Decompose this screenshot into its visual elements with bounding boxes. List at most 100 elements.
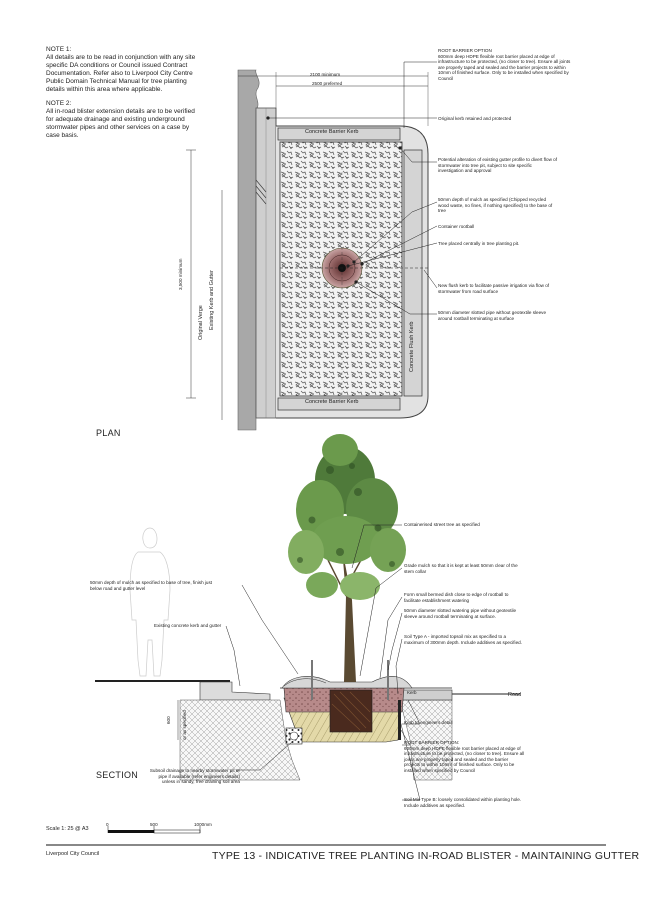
ann-soil-a-line: Soil Type A - imported topsoil mix as sp… <box>404 634 507 639</box>
ann-slotted-pipe-plan: 50mm diameter slotted pipe without geote… <box>438 310 608 321</box>
tree-illustration <box>288 434 406 682</box>
ann-slotted-pipe-plan-line: around rootball terminating at surface <box>438 315 515 321</box>
ann-mulch-section: 50mm depth of mulch as specified to base… <box>90 580 250 591</box>
ann-flush-kerb-line: New flush kerb to facilitate passive irr… <box>438 283 550 288</box>
section-label: SECTION <box>96 770 139 780</box>
ann-slotted-pipe-plan-line: 50mm diameter slotted pipe without geote… <box>438 310 547 315</box>
notes-block: NOTE 1: All details are to be read in co… <box>46 46 246 140</box>
ann-root-barrier-section: ROOT BARRIER OPTION:600mm deep HDPE flex… <box>404 740 594 774</box>
ann-gutter-profile-line: Potential alteration of existing gutter … <box>438 157 557 162</box>
note1-title: NOTE 1: <box>46 46 72 53</box>
section-dim-depth-note: or as specified <box>182 710 187 740</box>
ann-slotted-pipe-section-line: sleeve around rootball terminating at su… <box>404 613 496 619</box>
note1-body: All details are to be read in conjunctio… <box>46 54 246 94</box>
ann-root-barrier-plan-line: 10mm of finished surface. Only to be ins… <box>438 70 569 76</box>
plan-flush-kerb: Concrete Flush Kerb <box>409 321 415 372</box>
ann-containerised: Containerised street tree as specified <box>404 522 594 528</box>
ann-mulch-plan-line: tree <box>438 208 446 214</box>
ann-rootball: Container rootball <box>438 224 608 230</box>
ann-soil-a-line: maximum of 300mm depth. Include additive… <box>404 639 522 645</box>
ann-tree-central: Tree placed centrally in tree planting p… <box>438 241 608 247</box>
ann-grade-mulch-line: stem collar <box>404 568 427 574</box>
ann-root-barrier-plan-line: Council <box>438 75 454 81</box>
note2-body: All in-road blister extension details ar… <box>46 108 246 140</box>
ann-soil-b-line: Include additives as specified. <box>404 802 466 808</box>
scale-tick-1000: 1000mm <box>194 822 212 827</box>
note1-line: Documentation. Refer also to Liverpool C… <box>46 70 193 77</box>
note1-line: details within this area where applicabl… <box>46 86 163 93</box>
ann-mulch-plan-line: 50mm depth of mulch as specified (Chippe… <box>438 197 547 202</box>
ann-gutter-profile: Potential alteration of existing gutter … <box>438 157 608 174</box>
note1-line: All details are to be read in conjunctio… <box>46 54 196 61</box>
ann-kerb-retained-line: Original kerb retained and protected <box>438 116 512 121</box>
ann-mulch-section-line: below road and gutter level <box>90 585 146 591</box>
ann-soil-a: Soil Type A - imported topsoil mix as sp… <box>404 634 594 645</box>
flush-kerb <box>403 149 423 397</box>
ann-subsoil-line: Subsoil drainage to nearby stormwater pi… <box>149 768 240 773</box>
note2-title: NOTE 2: <box>46 100 72 107</box>
plan-original-verge: Original Verge <box>198 305 204 340</box>
ann-flush-kerb: New flush kerb to facilitate passive irr… <box>438 283 608 294</box>
ann-soil-b: Soil Mix Type B: loosely consolidated wi… <box>404 797 594 808</box>
plan-kerb-top: Concrete Barrier Kerb <box>305 129 359 135</box>
ann-mulch-plan: 50mm depth of mulch as specified (Chippe… <box>438 197 608 214</box>
ann-soil-b-line: Soil Mix Type B: loosely consolidated wi… <box>404 797 522 802</box>
scale-label: Scale 1: 25 @ A3 <box>46 826 89 832</box>
section-road-label: Road <box>508 692 522 698</box>
ann-subsoil: Subsoil drainage to nearby stormwater pi… <box>120 768 240 785</box>
ann-root-barrier-section-line: ROOT BARRIER OPTION: <box>404 740 460 745</box>
ann-containerised-line: Containerised street tree as specified <box>404 522 480 527</box>
section-leaders <box>225 524 421 801</box>
ann-root-barrier-section-line: 600mm deep HDPE flexible root barrier pl… <box>404 745 521 751</box>
plan-view <box>186 69 430 431</box>
ann-bermed-dish-line: facilitate establishment watering <box>404 597 470 603</box>
note2-line: stormwater pipes and other services on a… <box>46 124 190 131</box>
ann-root-barrier-section-line: projects to within 10mm of finished surf… <box>404 762 515 768</box>
plan-kerb-bottom: Concrete Barrier Kerb <box>305 399 359 405</box>
ann-subsoil-line: pipe if available (refer engineers detai… <box>158 773 240 779</box>
ann-gutter-profile-line: investigation and approval <box>438 168 492 174</box>
plan-dim-pref: 2500 preferred <box>312 81 343 86</box>
section-view <box>95 527 520 781</box>
scale-bar <box>107 826 201 834</box>
ann-existing-kerb-section-line: Existing concrete kerb and gutter <box>154 623 222 628</box>
scale-tick-500: 500 <box>150 822 158 827</box>
footer-council: Liverpool City Council <box>46 851 100 857</box>
note2-line: All in-road blister extension details ar… <box>46 108 195 115</box>
ann-root-barrier-section-line: installed when specified by Council <box>404 767 476 773</box>
plan-dim-min: 2100 minimum <box>310 72 341 77</box>
plan-existing-kerb: Existing Kerb and Gutter <box>209 270 215 330</box>
person-outline-icon <box>129 527 171 677</box>
ann-kerb-retained: Original kerb retained and protected <box>438 116 608 122</box>
ann-mulch-plan-line: wood waste, no fines, if nothing specifi… <box>438 202 553 208</box>
ann-root-barrier-section-line: joints are properly taped and sealed and… <box>404 756 509 762</box>
ann-bermed-dish-line: Form small bermed dish close to edge of … <box>404 592 509 597</box>
barrier-kerb-bottom <box>277 397 401 411</box>
ann-flush-kerb-line: stormwater from road surface <box>438 288 498 294</box>
ann-slotted-pipe-section: 50mm diameter slotted watering pipe with… <box>404 608 594 619</box>
footer-title: TYPE 13 - INDICATIVE TREE PLANTING IN-RO… <box>212 850 640 862</box>
plan-label: PLAN <box>96 428 121 438</box>
barrier-kerb-top <box>277 127 401 141</box>
ann-subsoil-line: unless in sandy, free draining soil area <box>161 779 240 785</box>
plan-leaders <box>268 61 438 315</box>
ann-rootball-line: Container rootball <box>438 224 475 229</box>
ann-root-barrier-plan-line: ROOT BARRIER OPTION <box>438 48 492 53</box>
ann-root-barrier-section-line: infrastructure to be protected, (no clos… <box>404 751 525 757</box>
ann-kerb-detail-line: Kerb to engineers detail <box>404 720 453 725</box>
ann-existing-kerb-section: Existing concrete kerb and gutter <box>154 623 264 629</box>
note1-line: Public Domain Technical Manual for tree … <box>46 78 187 85</box>
scale-tick-0: 0 <box>106 822 109 827</box>
ann-grade-mulch-line: Grade mulch so that it is kept at least … <box>404 563 518 568</box>
ann-grade-mulch: Grade mulch so that it is kept at least … <box>404 563 594 574</box>
ann-gutter-profile-line: stormwater into tree pit, subject to sit… <box>438 162 532 168</box>
note1-line: specific DA conditions or Council issued… <box>46 62 188 69</box>
ann-bermed-dish: Form small bermed dish close to edge of … <box>404 592 594 603</box>
plan-dim-vertical: 3,500 minimum <box>178 258 183 290</box>
ann-tree-central-line: Tree placed centrally in tree planting p… <box>438 241 520 246</box>
section-kerb-label: Kerb <box>407 690 417 695</box>
note2-line: case basis. <box>46 132 79 139</box>
ann-mulch-section-line: 50mm depth of mulch as specified to base… <box>90 580 213 585</box>
